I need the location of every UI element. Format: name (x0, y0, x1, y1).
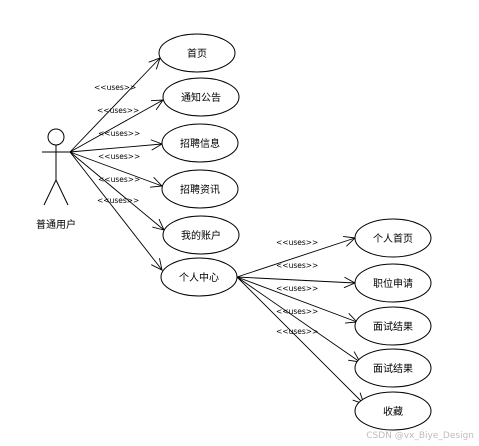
uses-label-interview-result-2: <<uses>> (276, 307, 318, 316)
use-case-recruit-info: 招聘信息 (161, 123, 239, 163)
use-case-notice: 通知公告 (162, 77, 240, 117)
uses-labels: <<uses>> <<uses>> <<uses>> <<uses>> <<us… (94, 83, 318, 336)
use-case-label: 面试结果 (373, 362, 413, 375)
use-case-label: 通知公告 (181, 91, 221, 104)
uses-label-home: <<uses>> (94, 83, 136, 92)
actor-left-leg (43, 179, 57, 206)
actor-normal-user: 普通用户 (36, 128, 76, 231)
use-case-ellipse (161, 123, 239, 163)
uses-label-job-apply: <<uses>> (276, 261, 318, 270)
links-layer (69, 57, 365, 405)
use-case-recruit-news: 招聘资讯 (161, 169, 239, 209)
link-center-favorites (236, 276, 365, 405)
use-case-ellipse (354, 218, 432, 258)
link-actor-personal-center (69, 151, 163, 271)
uses-label-my-account: <<uses>> (98, 175, 140, 184)
use-cases: 首页 通知公告 招聘信息 招聘资讯 我的账户 个人中心 个人首页 职位申请 (158, 33, 432, 431)
link-center-job-apply (236, 276, 356, 284)
use-case-label: 首页 (187, 47, 207, 60)
use-case-favorites: 收藏 (354, 391, 432, 431)
use-case-interview-result-2: 面试结果 (354, 348, 432, 388)
use-case-my-account: 我的账户 (162, 215, 240, 255)
use-case-label: 个人中心 (179, 271, 219, 284)
link-actor-my-account (69, 151, 165, 231)
use-case-interview-result-1: 面试结果 (354, 306, 432, 346)
use-case-ellipse (354, 391, 432, 431)
link-center-interview-result-1 (236, 276, 358, 323)
uses-label-favorites: <<uses>> (276, 327, 318, 336)
use-case-label: 个人首页 (373, 232, 413, 245)
uses-label-interview-result-1: <<uses>> (276, 284, 318, 293)
use-case-home: 首页 (158, 33, 236, 73)
link-actor-home (69, 57, 161, 153)
use-case-ellipse (162, 77, 240, 117)
link-actor-recruit-news (69, 151, 163, 187)
actor-right-leg (55, 179, 69, 206)
use-case-ellipse (354, 263, 432, 303)
use-case-label: 招聘信息 (180, 137, 220, 150)
link-actor-recruit-info (69, 143, 163, 153)
use-case-personal-home: 个人首页 (354, 218, 432, 258)
use-case-ellipse (354, 348, 432, 388)
link-actor-notice (69, 99, 164, 153)
use-case-ellipse (354, 306, 432, 346)
link-actor-personal-center-arrowhead (151, 258, 163, 271)
use-case-label: 职位申请 (373, 277, 413, 290)
use-case-ellipse (158, 33, 236, 73)
actor-label: 普通用户 (36, 218, 76, 231)
use-case-ellipse (162, 215, 240, 255)
uses-label-notice: <<uses>> (97, 106, 139, 115)
uses-label-recruit-news: <<uses>> (98, 152, 140, 161)
uses-label-recruit-info: <<uses>> (98, 129, 140, 138)
use-case-label: 收藏 (383, 405, 403, 418)
link-center-interview-result-2 (236, 276, 361, 363)
uses-label-personal-center: <<uses>> (97, 196, 139, 205)
use-case-label: 面试结果 (373, 320, 413, 333)
use-case-label: 我的账户 (181, 229, 221, 242)
uses-label-personal-home: <<uses>> (276, 238, 318, 247)
use-case-personal-center: 个人中心 (160, 257, 238, 297)
use-case-ellipse (161, 169, 239, 209)
use-case-ellipse (160, 257, 238, 297)
actor-head (47, 128, 65, 146)
link-center-personal-home (236, 237, 356, 278)
use-case-job-apply: 职位申请 (354, 263, 432, 303)
watermark-text: CSDN @vx_Biye_Design (366, 431, 474, 441)
use-case-label: 招聘资讯 (180, 183, 220, 196)
